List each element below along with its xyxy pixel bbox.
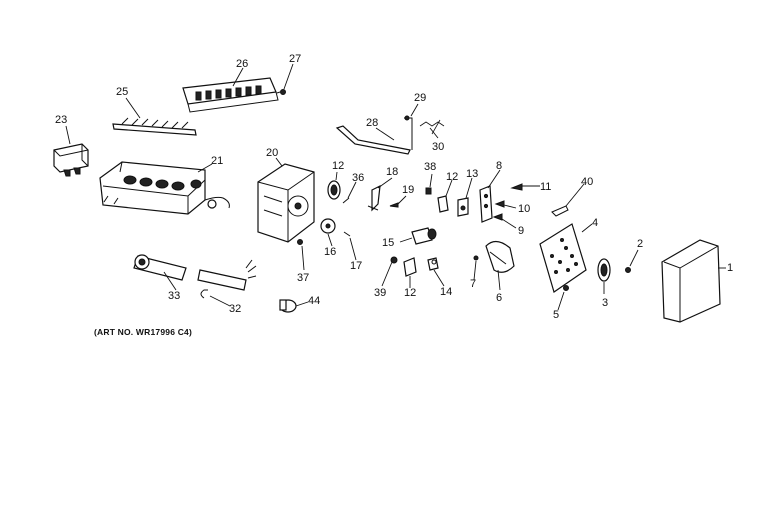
part-5-screw <box>563 285 569 291</box>
label-11: 11 <box>540 181 551 193</box>
label-21: 21 <box>211 155 223 167</box>
part-28-feeler-arm <box>335 125 411 155</box>
label-14: 14 <box>440 286 452 298</box>
part-29-clip <box>404 115 413 150</box>
label-16: 16 <box>324 246 336 258</box>
part-3-gear <box>597 258 611 282</box>
label-3: 3 <box>602 297 608 309</box>
label-37: 37 <box>297 272 309 284</box>
part-13-plate <box>457 197 469 217</box>
label-10: 10 <box>518 203 530 215</box>
label-20: 20 <box>266 147 278 159</box>
part-15-bulb <box>411 227 437 245</box>
part-12-gear-left <box>327 180 341 200</box>
part-44-plug <box>279 299 297 313</box>
label-28: 28 <box>366 117 378 129</box>
part-23-cover <box>53 143 89 177</box>
part-20-housing <box>257 163 315 243</box>
part-12-gear-mid <box>437 195 449 213</box>
label-15: 15 <box>382 237 394 249</box>
label-19: 19 <box>402 184 414 196</box>
label-9: 9 <box>518 225 524 237</box>
part-1-front-cover <box>661 239 721 323</box>
label-30: 30 <box>432 141 444 153</box>
label-36: 36 <box>352 172 364 184</box>
part-36-pin <box>342 197 350 204</box>
part-21-ice-mold <box>99 161 230 215</box>
part-10-screw <box>494 200 505 208</box>
label-33: 33 <box>168 290 180 302</box>
label-4: 4 <box>592 217 598 229</box>
label-26: 26 <box>236 58 248 70</box>
label-27: 27 <box>289 53 301 65</box>
label-5: 5 <box>553 309 559 321</box>
part-38-switch <box>425 187 432 195</box>
part-8-bracket <box>479 185 493 223</box>
part-26-rail <box>182 77 279 113</box>
part-wiring-harness <box>197 259 257 291</box>
label-17: 17 <box>350 260 362 272</box>
part-12-gear-low <box>403 257 417 277</box>
part-16-cam <box>320 218 336 234</box>
label-39: 39 <box>374 287 386 299</box>
part-32-clip <box>200 289 208 299</box>
label-44: 44 <box>308 295 320 307</box>
part-25-comb <box>112 117 197 136</box>
label-29: 29 <box>414 92 426 104</box>
part-17-screw <box>343 231 351 237</box>
label-13: 13 <box>466 168 478 180</box>
part-27-screw <box>276 89 286 95</box>
part-37-screw <box>297 239 303 245</box>
label-7: 7 <box>470 278 476 290</box>
part-2-screw <box>625 267 631 273</box>
label-25: 25 <box>116 86 128 98</box>
label-12-low: 12 <box>404 287 416 299</box>
label-8: 8 <box>496 160 502 172</box>
part-30-spring <box>419 119 445 135</box>
label-32: 32 <box>229 303 241 315</box>
label-12-left: 12 <box>332 160 344 172</box>
part-18-lever <box>367 184 381 212</box>
part-6-motor <box>485 240 515 273</box>
part-40-clip <box>551 205 569 217</box>
art-number-caption: (ART NO. WR17996 C4) <box>94 327 192 337</box>
part-11-screw <box>510 183 523 191</box>
label-40: 40 <box>581 176 593 188</box>
part-4-mounting-plate <box>539 223 587 293</box>
part-33-fill-tube <box>133 254 187 281</box>
label-18: 18 <box>386 166 398 178</box>
label-38: 38 <box>424 161 436 173</box>
part-number-labels: 26 27 25 23 21 20 28 29 30 12 36 18 19 3… <box>55 53 733 321</box>
part-7-screw <box>473 255 479 261</box>
part-9-screw <box>492 213 503 221</box>
part-14-clip <box>427 257 439 271</box>
label-12-mid: 12 <box>446 171 458 183</box>
label-23: 23 <box>55 114 67 126</box>
label-2: 2 <box>637 238 643 250</box>
label-6: 6 <box>496 292 502 304</box>
leader-lines <box>65 63 726 311</box>
label-1: 1 <box>727 262 733 274</box>
part-39-screw <box>390 256 398 264</box>
part-19-screw <box>389 202 399 208</box>
